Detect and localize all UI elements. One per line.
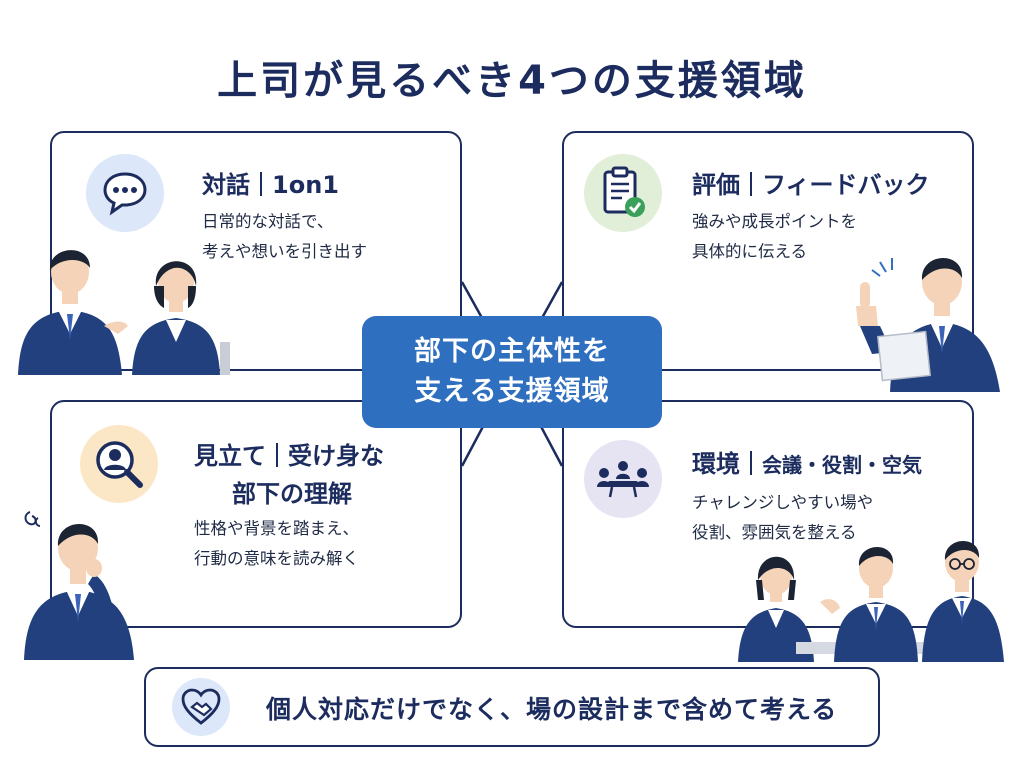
card-insight-body: 性格や背景を踏まえ、 行動の意味を読み解く [194,519,359,568]
chat-bubble-icon [86,154,164,232]
meeting-table-icon [584,440,662,518]
center-line-2: 支える支援領域 [414,376,610,407]
person-search-icon [80,425,158,503]
card-feedback-heading: 評価フィードバック [692,171,930,199]
card-insight-heading-line2: 部下の理解 [232,480,352,508]
card-feedback-body: 強みや成長ポイントを 具体的に伝える [692,212,857,261]
man-feedback-illustration [856,257,1000,392]
center-line-1: 部下の主体性を [414,336,610,367]
card-insight: 見立て受け身な 部下の理解 性格や背景を踏まえ、 行動の意味を読み解く [50,400,462,628]
clipboard-check-icon [584,154,662,232]
page-title: 上司が見るべき4つの支援領域 [217,58,807,104]
thinking-man-illustration [24,511,134,660]
card-environment-body: チャレンジしやすい場や 役割、雰囲気を整える [692,493,874,542]
team-meeting-illustration [738,540,1004,662]
summary-box: 個人対応だけでなく、場の設計まで含めて考える [144,667,880,747]
card-environment: 環境会議・役割・空気 チャレンジしやすい場や 役割、雰囲気を整える [562,400,974,628]
handshake-heart-icon [172,678,230,736]
people-dialogue-illustration [18,250,230,375]
card-insight-heading: 見立て受け身な [194,442,384,470]
card-dialogue-body: 日常的な対話で、 考えや想いを引き出す [202,212,367,261]
card-environment-heading: 環境会議・役割・空気 [692,450,922,478]
summary-text: 個人対応だけでなく、場の設計まで含めて考える [266,695,838,724]
center-topic-box: 部下の主体性を 支える支援領域 [362,316,662,428]
